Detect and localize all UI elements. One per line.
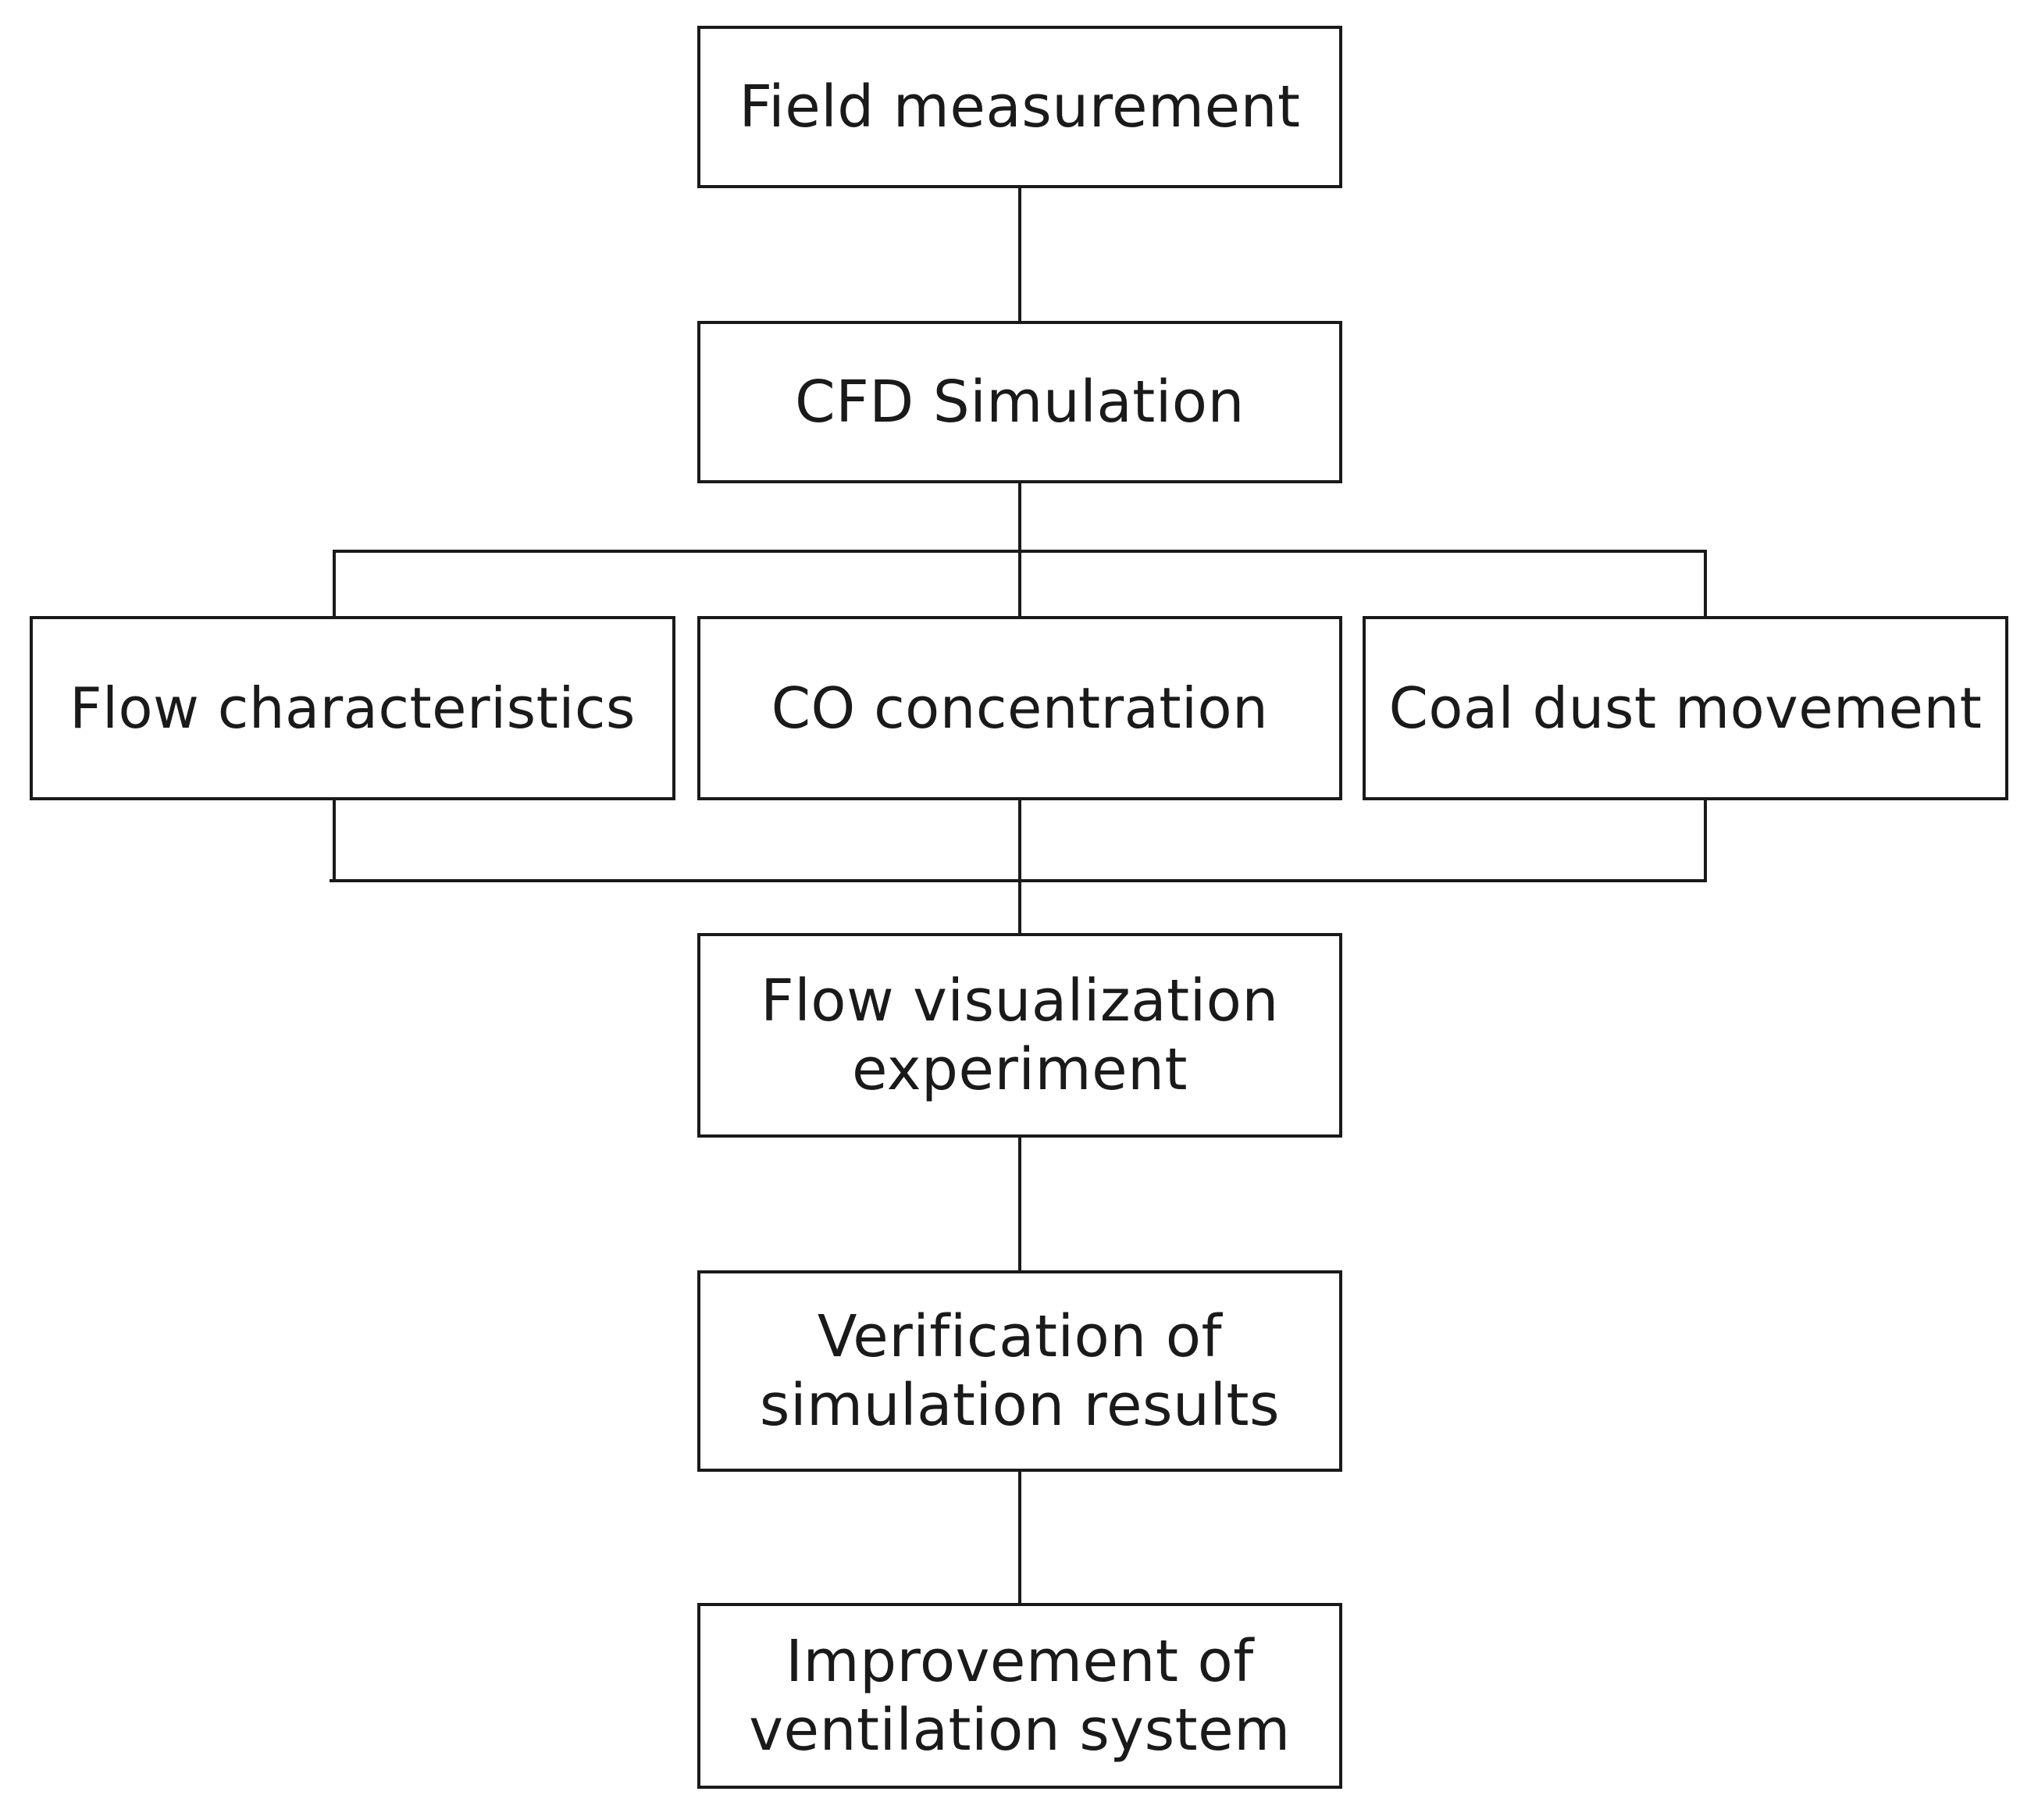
node-label: Flow visualization experiment [761,967,1279,1103]
node-label: Flow characteristics [69,675,636,741]
node-cfd-simulation: CFD Simulation [697,321,1342,483]
node-coal-dust-movement: Coal dust movement [1363,616,2008,800]
node-label: Improvement of ventilation system [749,1628,1291,1764]
node-flow-visualization-experiment: Flow visualization experiment [697,933,1342,1138]
node-label: Verification of simulation results [759,1303,1281,1439]
node-verification-of-simulation-results: Verification of simulation results [697,1270,1342,1472]
node-label: CFD Simulation [795,369,1245,436]
node-flow-characteristics: Flow characteristics [30,616,675,800]
node-improvement-of-ventilation-system: Improvement of ventilation system [697,1603,1342,1789]
node-field-measurement: Field measurement [697,26,1342,188]
node-label: Field measurement [739,73,1301,141]
node-co-concentration: CO concentration [697,616,1342,800]
node-label: CO concentration [771,675,1269,741]
node-label: Coal dust movement [1388,675,1983,741]
